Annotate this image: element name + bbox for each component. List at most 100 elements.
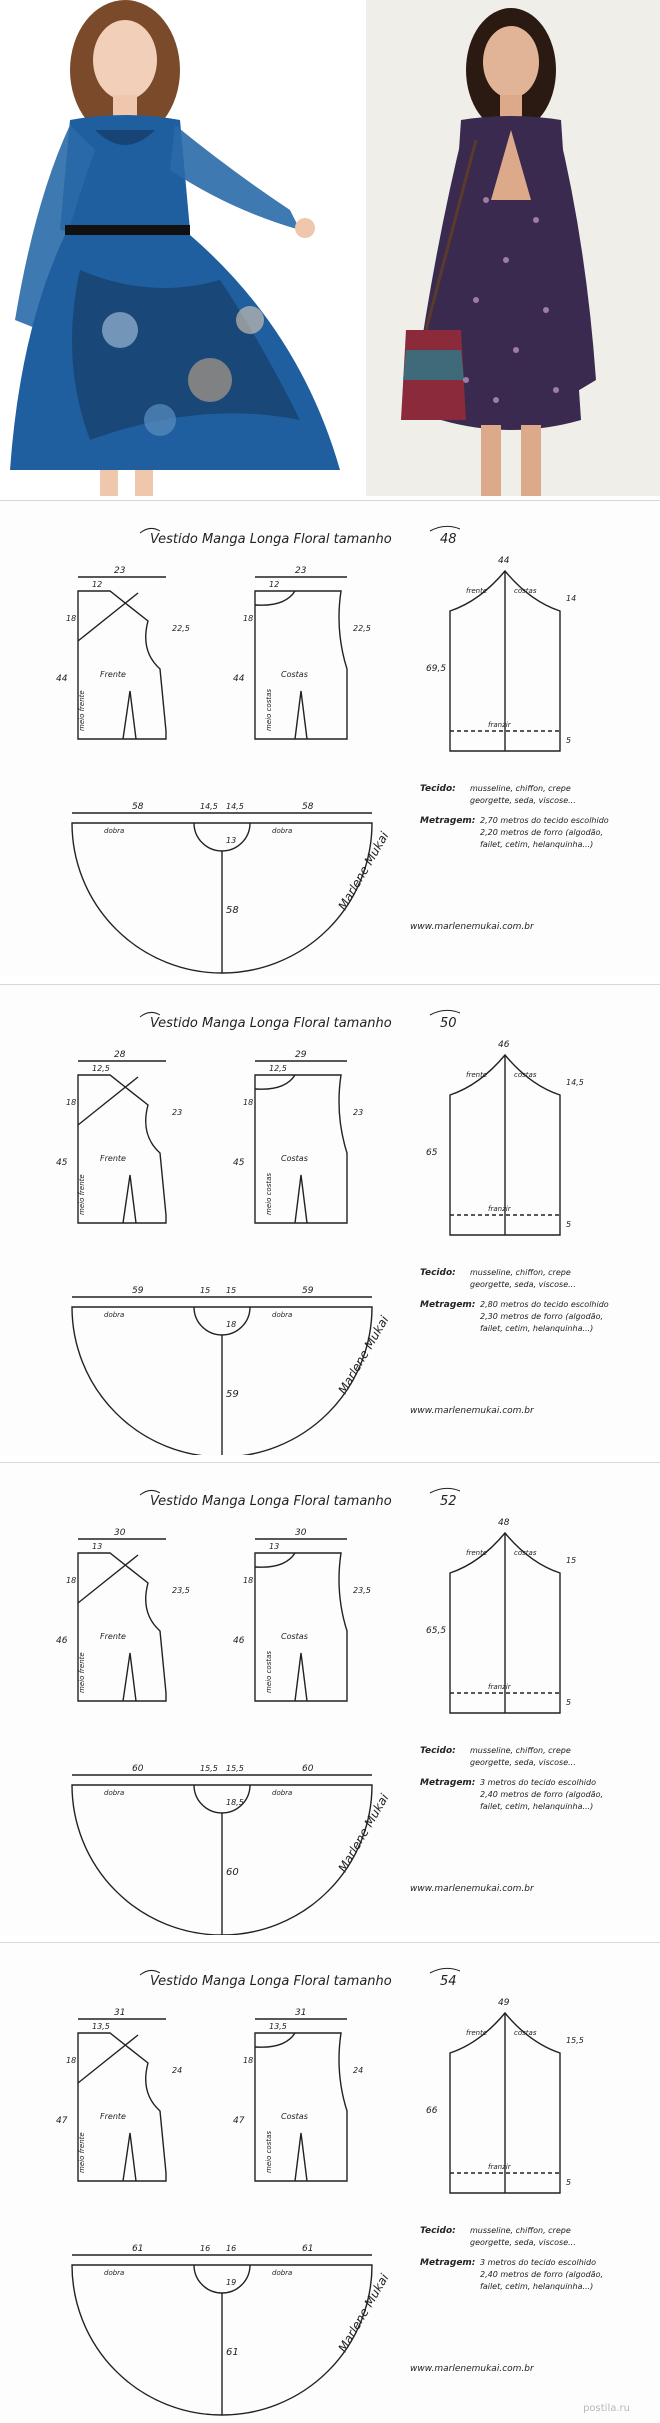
title-flourish	[139, 1009, 461, 1018]
sleeve-outline	[449, 1531, 561, 1714]
skirt-waist-curve	[193, 1306, 251, 1336]
skirt-radius: 59	[226, 1389, 239, 1400]
site-url: www.marlenemukai.com.br	[410, 2364, 535, 2374]
front-left-height: 18	[66, 1098, 76, 1107]
back-bodice-outline	[254, 2032, 348, 2182]
yardage-text-2: 2,20 metros de forro (algodão,	[480, 828, 603, 837]
yardage-text-2: 2,40 metros de forro (algodão,	[480, 1790, 603, 1799]
site-url: www.marlenemukai.com.br	[410, 1406, 535, 1416]
front-length: 46	[56, 1636, 68, 1646]
back-right-height: 23	[353, 1108, 363, 1117]
skirt-w2: 15,5	[226, 1764, 244, 1773]
front-left-height: 18	[66, 1576, 76, 1585]
back-label: Costas	[281, 1154, 308, 1163]
back-bodice-outline	[254, 1552, 348, 1702]
sleeve-length: 69,5	[426, 664, 446, 674]
fabric-text: musseline, chiffon, crepe	[470, 1268, 571, 1277]
title-flourish	[139, 1967, 461, 1976]
sleeve-back: costas	[514, 2029, 537, 2037]
sheet-title: Vestido Manga Longa Floral tamanho	[150, 1016, 392, 1031]
site-url: www.marlenemukai.com.br	[410, 1884, 535, 1894]
skirt-fold-left: dobra	[104, 1789, 124, 1797]
back-neckline	[254, 1552, 296, 1568]
front-dart	[122, 1174, 137, 1224]
front-width: 30	[114, 1528, 126, 1538]
back-right-height: 23,5	[353, 1586, 371, 1595]
back-length: 44	[233, 674, 245, 684]
back-neckline	[254, 1074, 296, 1090]
fabric-label: Tecido:	[420, 1268, 456, 1278]
back-dart	[294, 2132, 308, 2182]
back-shoulder: 13,5	[269, 2022, 287, 2031]
sleeve-cuff: 5	[566, 736, 571, 745]
fabric-text: musseline, chiffon, crepe	[470, 1746, 571, 1755]
skirt-radius: 61	[226, 2347, 239, 2358]
fabric-text: musseline, chiffon, crepe	[470, 784, 571, 793]
sheet-title: Vestido Manga Longa Floral tamanho	[150, 1494, 392, 1509]
sheet-size: 54	[440, 1974, 457, 1989]
sleeve-back: costas	[514, 1549, 537, 1557]
skirt-radius: 60	[226, 1867, 239, 1878]
sleeve-front: frente	[466, 2029, 487, 2037]
skirt-center: 18	[226, 1320, 236, 1329]
skirt-fold-left: dobra	[104, 827, 124, 835]
back-dart	[294, 1652, 308, 1702]
skirt-w1: 15	[200, 1286, 210, 1295]
skirt-waist-curve	[193, 822, 251, 852]
sleeve-length: 65	[426, 1148, 438, 1158]
skirt-center: 13	[226, 836, 236, 845]
front-dart	[122, 2132, 137, 2182]
front-label: Frente	[100, 670, 126, 679]
fabric-label: Tecido:	[420, 784, 456, 794]
back-neckline	[254, 2032, 296, 2048]
sleeve-back: costas	[514, 1071, 537, 1079]
front-width: 31	[114, 2008, 125, 2018]
sleeve-cuff: 5	[566, 2178, 571, 2187]
back-label: Costas	[281, 2112, 308, 2121]
sleeve-outline	[449, 1053, 561, 1236]
back-left-height: 18	[243, 1576, 253, 1585]
yardage-label: Metragem:	[420, 1778, 475, 1788]
back-length: 46	[233, 1636, 245, 1646]
yardage-text-3: failet, cetim, helanquinha...)	[480, 1324, 593, 1333]
front-label: Frente	[100, 1154, 126, 1163]
skirt-center: 19	[226, 2278, 236, 2287]
sleeve-outline	[449, 569, 561, 752]
pattern-sheet-52: Vestido Manga Longa Floral tamanho 52 30 13…	[0, 1462, 660, 1935]
signature: Marlene Mukai	[335, 2271, 391, 2355]
front-dart	[122, 1652, 137, 1702]
sleeve-front: frente	[466, 1549, 487, 1557]
back-length: 45	[233, 1158, 245, 1168]
back-left-height: 18	[243, 2056, 253, 2065]
front-width: 28	[114, 1050, 126, 1060]
back-fold: meio costas	[265, 1651, 273, 1693]
front-left-height: 18	[66, 614, 76, 623]
back-right-height: 22,5	[353, 624, 371, 633]
skirt-fold-left: dobra	[104, 2269, 124, 2277]
skirt-w1: 15,5	[200, 1764, 218, 1773]
blue-dress-illustration	[10, 0, 340, 496]
sleeve-width: 49	[498, 1998, 510, 2008]
title-flourish	[139, 1487, 461, 1496]
sleeve-width: 46	[498, 1040, 510, 1050]
back-width: 31	[295, 2008, 306, 2018]
sleeve-cap: 15	[566, 1556, 576, 1565]
sheet-size: 52	[440, 1494, 457, 1509]
signature: Marlene Mukai	[335, 1791, 391, 1875]
back-shoulder: 13	[269, 1542, 279, 1551]
fabric-text-2: georgette, seda, viscose...	[470, 1280, 576, 1289]
front-length: 45	[56, 1158, 68, 1168]
skirt-right: 60	[302, 1764, 314, 1774]
skirt-w2: 14,5	[226, 802, 244, 811]
sleeve-cuff: 5	[566, 1698, 571, 1707]
front-right-height: 24	[172, 2066, 182, 2075]
back-left-height: 18	[243, 614, 253, 623]
front-width: 23	[114, 566, 126, 576]
sheet-size: 50	[440, 1016, 457, 1031]
sleeve-franzir: franzir	[488, 1205, 512, 1213]
sheet-title: Vestido Manga Longa Floral tamanho	[150, 1974, 392, 1989]
yardage-text-2: 2,30 metros de forro (algodão,	[480, 1312, 603, 1321]
back-width: 23	[295, 566, 307, 576]
sleeve-cap: 14	[566, 594, 576, 603]
